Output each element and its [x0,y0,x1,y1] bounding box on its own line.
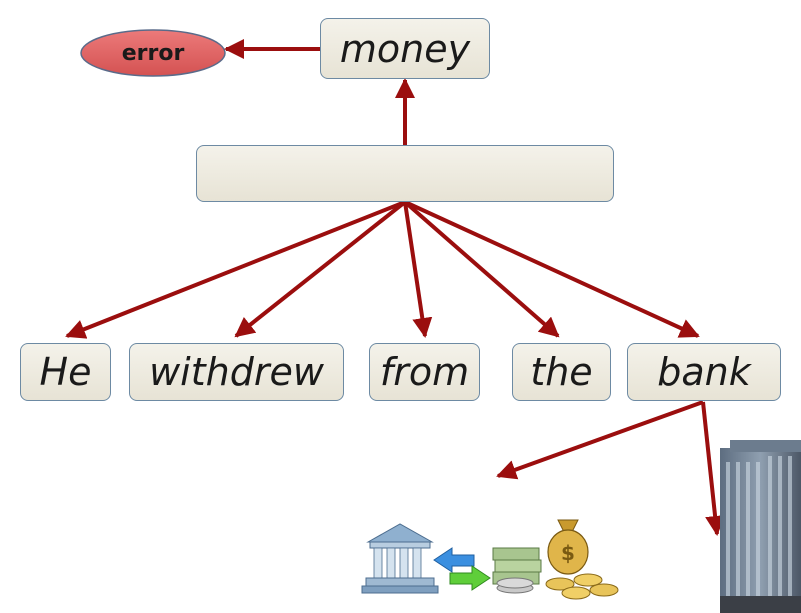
word-he: He [39,350,92,394]
hidden-layer-box [196,145,614,202]
bank-building-icon [361,523,439,594]
error-node: error [80,30,226,76]
arrow-hidden-to-from [403,201,433,338]
transfer-arrows-icon [433,547,491,591]
arrow-bank-to-finance [496,400,704,480]
word-the: the [530,350,593,394]
money-word-box: money [320,18,490,79]
finance-illustration: $ [361,519,619,600]
svg-text:$: $ [561,541,575,565]
arrow-hidden-to-the [403,200,560,338]
word-box-bank: bank [627,343,781,401]
cash-stack-icon [492,547,542,594]
word-box-withdrew: withdrew [129,343,344,401]
word-box-from: from [369,343,480,401]
word-box-he: He [20,343,111,401]
office-building-image [720,440,801,613]
arrow-hidden-to-bank [404,200,700,338]
arrow-bank-to-building [701,401,726,536]
money-word: money [339,26,471,71]
money-bag-icon: $ [545,519,619,600]
arrow-hidden-to-he [65,200,406,339]
word-withdrew: withdrew [149,350,324,394]
word-from: from [379,350,470,394]
arrow-hidden-to-withdrew [234,200,407,338]
error-label: error [121,40,185,66]
word-bank: bank [657,350,751,394]
word-box-the: the [512,343,611,401]
